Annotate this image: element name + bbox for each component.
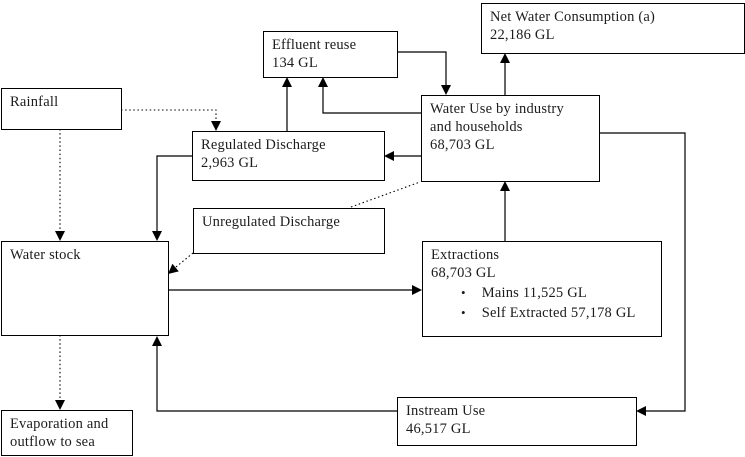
arrowhead-up-icon (152, 336, 162, 346)
arrow-instream-to-waterstock (156, 345, 397, 412)
effluent-reuse-box: Effluent reuse 134 GL (263, 31, 398, 78)
unregulated-discharge-box: Unregulated Discharge (193, 208, 385, 254)
arrowhead-down-icon (55, 400, 65, 410)
box-title: Evaporation and (10, 416, 109, 432)
arrowhead-up-icon (500, 53, 510, 63)
box-title: Regulated Discharge (201, 137, 326, 153)
arrowhead-down-icon (211, 121, 221, 131)
box-title-line2: and households (430, 119, 523, 135)
water-stock-box: Water stock (1, 241, 169, 336)
arrowhead-up-icon (282, 77, 292, 87)
box-value: 134 GL (272, 55, 318, 71)
box-title-line2: outflow to sea (10, 434, 95, 450)
extractions-box: Extractions 68,703 GL • Mains 11,525 GL … (422, 241, 662, 337)
extractions-bullet-mains: • Mains 11,525 GL (431, 284, 658, 302)
regulated-discharge-box: Regulated Discharge 2,963 GL (192, 131, 385, 181)
arrowhead-left-icon (636, 406, 646, 416)
instream-use-box: Instream Use 46,517 GL (397, 397, 637, 446)
box-title: Extractions (431, 247, 500, 263)
dotted-line-unregulated-to-wateruse (350, 181, 421, 208)
bullet-icon: • (461, 285, 466, 300)
box-title: Water Use by industry (430, 101, 564, 117)
arrowhead-down-icon (55, 231, 65, 241)
box-title: Water stock (10, 247, 81, 263)
arrowhead-down-icon (441, 85, 451, 95)
water-use-box: Water Use by industry and households 68,… (421, 95, 600, 182)
evaporation-outflow-box: Evaporation and outflow to sea (1, 410, 133, 456)
dotted-arrow-unregulated-to-waterstock (175, 252, 194, 268)
box-title: Unregulated Discharge (202, 214, 341, 230)
arrowhead-diagonal-icon (168, 263, 179, 274)
box-value: 68,703 GL (430, 137, 495, 153)
arrowhead-up-icon (500, 181, 510, 191)
arrowhead-left-icon (384, 151, 394, 161)
rainfall-box: Rainfall (1, 88, 122, 130)
arrowhead-down-icon (152, 231, 162, 241)
box-title: Net Water Consumption (a) (490, 9, 656, 25)
box-title: Effluent reuse (272, 37, 357, 53)
bullet-text: Self Extracted 57,178 GL (481, 305, 636, 321)
box-value: 2,963 GL (201, 155, 259, 171)
box-title: Instream Use (406, 403, 486, 419)
dotted-arrow-rainfall-to-regulated (121, 109, 217, 122)
box-value: 68,703 GL (431, 265, 496, 281)
arrow-wateruse-to-instream (599, 132, 686, 412)
arrowhead-up-icon (318, 77, 328, 87)
box-value: 22,186 GL (490, 27, 555, 43)
extractions-bullet-self-extracted: • Self Extracted 57,178 GL (431, 304, 658, 322)
arrow-wateruse-to-effluent (322, 86, 421, 114)
bullet-icon: • (461, 305, 466, 320)
arrow-effluent-to-wateruse (397, 51, 447, 86)
arrow-regulated-to-waterstock (156, 155, 192, 232)
net-water-consumption-box: Net Water Consumption (a) 22,186 GL (481, 3, 745, 54)
box-value: 46,517 GL (406, 421, 471, 437)
arrowhead-right-icon (412, 285, 422, 295)
bullet-text: Mains 11,525 GL (481, 285, 587, 301)
box-title: Rainfall (10, 94, 59, 110)
